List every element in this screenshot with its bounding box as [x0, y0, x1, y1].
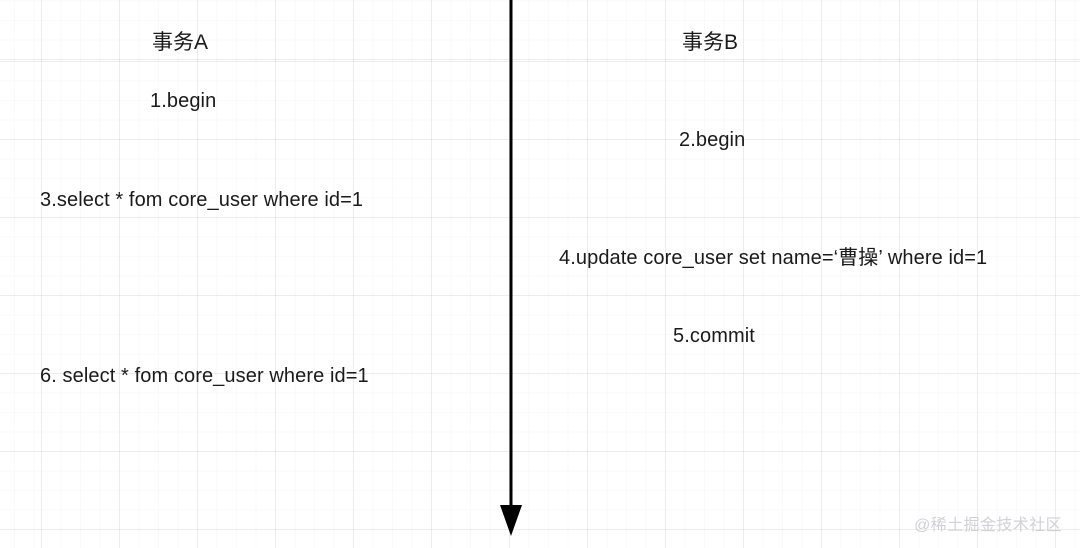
step-4-update-transaction-b: 4.update core_user set name=‘曹操’ where i…	[559, 247, 988, 269]
step-1-begin-transaction-a: 1.begin	[150, 90, 217, 112]
step-3-select-transaction-a: 3.select * fom core_user where id=1	[40, 189, 364, 211]
step-2-begin-transaction-b: 2.begin	[679, 129, 746, 151]
watermark: @稀土掘金技术社区	[914, 517, 1062, 534]
step-5-commit-transaction-b: 5.commit	[673, 325, 755, 347]
column-title-transaction-b: 事务B	[682, 31, 739, 54]
column-title-transaction-a: 事务A	[152, 31, 209, 54]
step-6-select-transaction-a: 6. select * fom core_user where id=1	[40, 365, 369, 387]
timeline-arrowhead-icon	[500, 505, 522, 536]
